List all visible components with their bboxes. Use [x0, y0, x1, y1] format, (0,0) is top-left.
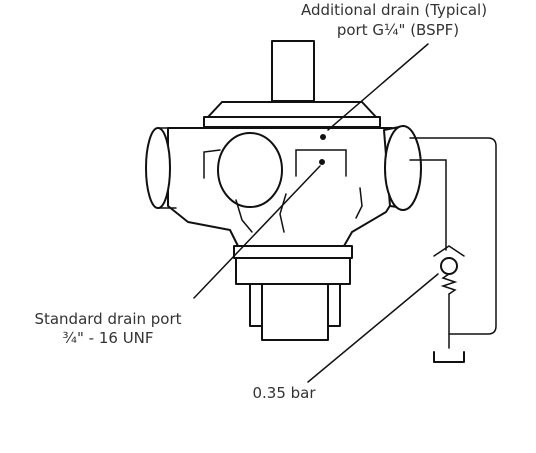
lower-flange: [233, 245, 353, 259]
tank-symbol: [433, 351, 465, 363]
standard-drain-port-dot: [319, 159, 325, 165]
right-cavity: [295, 149, 347, 177]
check-valve-seat: [433, 245, 465, 257]
additional-drain-leader: [327, 43, 429, 131]
top-stem: [271, 40, 315, 102]
top-flange: [203, 116, 381, 128]
check-valve-spring: [440, 273, 458, 295]
left-port: [145, 127, 171, 209]
pressure-leader: [307, 273, 439, 383]
main-housing: [167, 127, 397, 247]
valve-body: [145, 40, 422, 341]
left-cavity: [203, 149, 221, 179]
check-valve-ball: [440, 257, 458, 275]
drain-pipe-inner: [409, 159, 447, 251]
leader-lines: [193, 43, 439, 383]
right-port: [384, 125, 422, 211]
drain-line: [409, 137, 497, 363]
additional-drain-label-line2: port G¼" (BSPF): [337, 21, 459, 39]
center-boss: [217, 132, 283, 208]
standard-drain-label-line2: ¾" - 16 UNF: [62, 329, 153, 347]
base-block: [261, 283, 329, 341]
lower-body: [235, 257, 351, 285]
standard-drain-leader: [193, 165, 321, 299]
additional-drain-label-line1: Additional drain (Typical): [301, 1, 487, 19]
check-valve-pressure-label: 0.35 bar: [252, 384, 316, 402]
standard-drain-label-line1: Standard drain port: [34, 310, 181, 328]
drain-pipe-top: [409, 137, 497, 335]
additional-drain-port-dot: [320, 134, 326, 140]
